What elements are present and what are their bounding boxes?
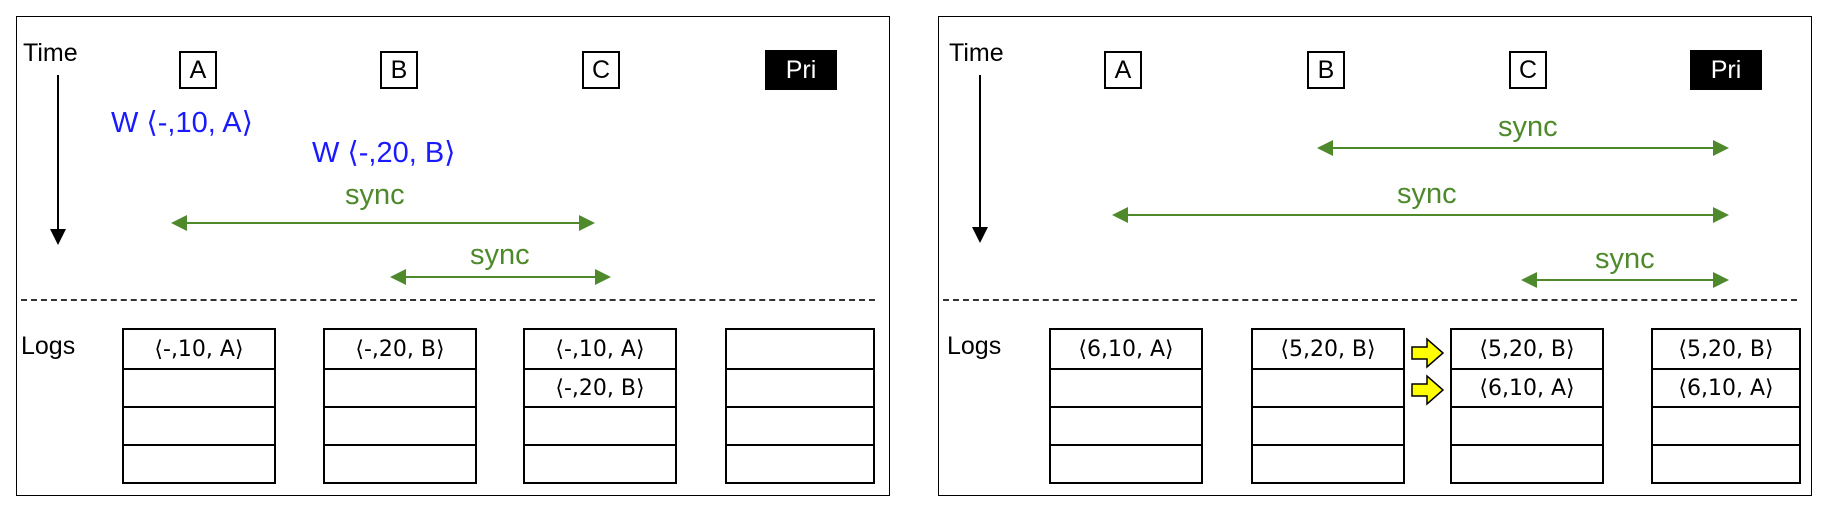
log-entry (1051, 406, 1201, 444)
time-label: Time (949, 39, 1004, 67)
log-a: ⟨6,10, A⟩ (1049, 328, 1203, 484)
log-b: ⟨-,20, B⟩ (323, 328, 477, 484)
log-entry (727, 368, 873, 406)
log-primary (725, 328, 875, 484)
log-entry (124, 406, 274, 444)
log-entry (1051, 368, 1201, 406)
log-entry (525, 406, 675, 444)
node-primary: Pri (765, 50, 837, 90)
left-panel: Time A B C Pri W ⟨-,10, A⟩ W ⟨-,20, B⟩ s… (16, 16, 890, 496)
log-entry (1653, 444, 1799, 482)
log-entry (1051, 444, 1201, 482)
log-entry (1253, 368, 1403, 406)
log-entry (1452, 406, 1602, 444)
log-a: ⟨-,10, A⟩ (122, 328, 276, 484)
log-b: ⟨5,20, B⟩ (1251, 328, 1405, 484)
log-entry: ⟨-,10, A⟩ (154, 336, 244, 362)
log-entry (124, 444, 274, 482)
log-entry: ⟨-,10, A⟩ (555, 336, 645, 362)
sync-label-2: sync (470, 239, 530, 271)
log-entry (1253, 406, 1403, 444)
right-panel: Time A B C Pri sync sync sync Logs ⟨6,10… (938, 16, 1812, 496)
node-b: B (380, 51, 418, 89)
log-c: ⟨5,20, B⟩ ⟨6,10, A⟩ (1450, 328, 1604, 484)
log-entry (1452, 444, 1602, 482)
log-entry: ⟨-,20, B⟩ (525, 368, 675, 406)
yellow-arrow-icon (1411, 374, 1445, 406)
node-c: C (582, 51, 620, 89)
log-entry (124, 368, 274, 406)
log-entry: ⟨5,20, B⟩ (1678, 336, 1774, 362)
divider (21, 299, 875, 301)
log-entry: ⟨6,10, A⟩ (1653, 368, 1799, 406)
log-entry (727, 444, 873, 482)
node-c: C (1509, 51, 1547, 89)
log-entry (325, 406, 475, 444)
log-c: ⟨-,10, A⟩ ⟨-,20, B⟩ (523, 328, 677, 484)
log-entry: ⟨5,20, B⟩ (1280, 336, 1376, 362)
logs-label: Logs (947, 332, 1002, 360)
sync-label-3: sync (1595, 243, 1655, 275)
node-b: B (1307, 51, 1345, 89)
node-primary: Pri (1690, 50, 1762, 90)
yellow-arrow-icon (1411, 337, 1445, 369)
log-entry (727, 406, 873, 444)
log-entry (1653, 406, 1799, 444)
log-entry: ⟨-,20, B⟩ (355, 336, 445, 362)
sync-label-2: sync (1397, 178, 1457, 210)
sync-label-1: sync (1498, 111, 1558, 143)
sync-label-1: sync (345, 179, 405, 211)
log-entry (1253, 444, 1403, 482)
log-entry (325, 368, 475, 406)
node-a: A (1104, 51, 1142, 89)
log-entry: ⟨6,10, A⟩ (1078, 336, 1174, 362)
log-entry: ⟨6,10, A⟩ (1452, 368, 1602, 406)
log-primary: ⟨5,20, B⟩ ⟨6,10, A⟩ (1651, 328, 1801, 484)
log-entry: ⟨5,20, B⟩ (1479, 336, 1575, 362)
logs-label: Logs (21, 332, 76, 360)
log-entry (325, 444, 475, 482)
write-b-label: W ⟨-,20, B⟩ (312, 137, 456, 169)
log-entry (525, 444, 675, 482)
write-a-label: W ⟨-,10, A⟩ (111, 107, 253, 139)
time-label: Time (23, 39, 78, 67)
divider (943, 299, 1797, 301)
log-entry (727, 330, 873, 368)
node-a: A (179, 51, 217, 89)
